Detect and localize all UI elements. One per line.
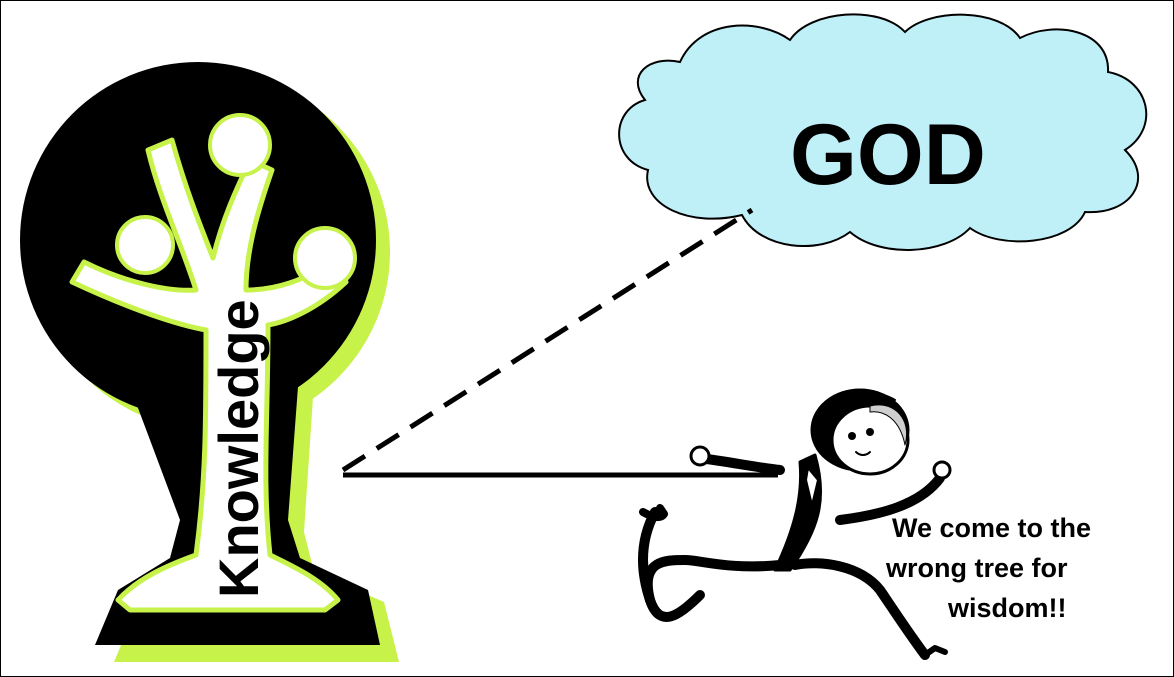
cloud-label: GOD <box>790 107 986 203</box>
caption-line-3: wisdom!! <box>878 588 1174 628</box>
cloud-icon: GOD <box>619 14 1146 250</box>
caption-line-2: wrong tree for <box>878 548 1174 588</box>
caption-line-1: We come to the <box>878 508 1174 548</box>
caption: We come to the wrong tree for wisdom!! <box>878 508 1174 628</box>
dashed-connector <box>343 210 752 470</box>
tree-label: Knowledge <box>207 299 270 598</box>
tree-icon: Knowledge <box>20 62 399 662</box>
